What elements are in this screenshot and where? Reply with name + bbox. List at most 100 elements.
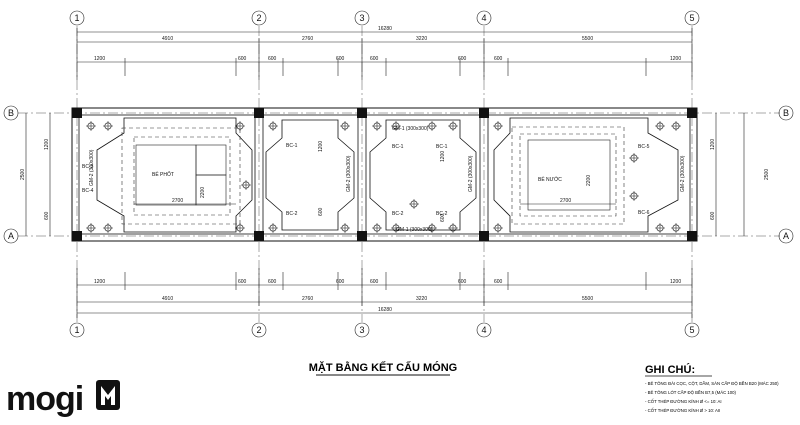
axis-bubble-bottom-4 xyxy=(476,322,492,338)
bay2-dim-1: 1200 xyxy=(318,141,324,152)
axis-bubble-right-b xyxy=(778,105,794,121)
septic-tank-dashed-inner xyxy=(133,136,231,216)
water-dim-width: 2700 xyxy=(560,198,571,204)
axis-bubbles: 1 2 3 4 5 1 2 3 4 5 B A B A xyxy=(3,10,794,338)
axis-bubble-bottom-5 xyxy=(684,322,700,338)
dim-span-4-bottom: 5500 xyxy=(582,296,593,302)
column-b3 xyxy=(357,108,367,118)
dim-seg-2-bottom: 600 xyxy=(238,279,247,285)
dim-seg-5-top: 600 xyxy=(370,56,379,62)
outer-beam-outer xyxy=(71,107,698,242)
dim-right-seg-2: 600 xyxy=(710,211,716,220)
column-a1 xyxy=(72,231,82,241)
dim-seg-1-bottom: 1200 xyxy=(94,279,105,285)
dim-total-bottom: 16280 xyxy=(378,307,392,313)
column-b1 xyxy=(72,108,82,118)
note-line-2: - BÊ TÔNG LÓT CẤP ĐỘ BỀN B7,5 (MÁC 100) xyxy=(645,390,737,395)
pile-cap-label-bc6: BC-6 xyxy=(638,210,650,216)
grid-lines xyxy=(18,26,780,322)
dim-left-seg-2: 600 xyxy=(44,211,50,220)
dim-left-seg-1: 1200 xyxy=(44,139,50,150)
pile-cap-label-bc1-bay3-right: BC-1 xyxy=(436,144,448,150)
column-a3 xyxy=(357,231,367,241)
dim-span-4-top: 5500 xyxy=(582,36,593,42)
water-tank-dashed-inner xyxy=(519,133,617,217)
dim-seg-3-top: 600 xyxy=(268,56,277,62)
water-tank-bay: BỂ NƯỚC 2700 2200 BC-5 BC-6 GM-2 (300x30… xyxy=(493,117,686,233)
pile-cap-label-bc1-bay3-left: BC-1 xyxy=(392,144,404,150)
dim-seg-1-top: 1200 xyxy=(94,56,105,62)
axis-bubble-top-3 xyxy=(354,10,370,26)
pile-cap-label-bc5: BC-5 xyxy=(638,144,650,150)
bay-3: GM-1 (300x300) GM-1 (300x300) BC-1 BC-1 … xyxy=(369,119,477,233)
bay-2: BC-1 BC-2 1200 600 GM-2 (300x300) xyxy=(265,119,355,231)
dim-span-1-bottom: 4910 xyxy=(162,296,173,302)
column-b4 xyxy=(479,108,489,118)
septic-chamber-3 xyxy=(195,174,227,206)
mogi-logo: mogi xyxy=(6,380,120,418)
axis-label-right-b: B xyxy=(783,108,789,118)
beam-label-bay3: GM-2 (300x300) xyxy=(468,155,474,192)
column-beams xyxy=(254,115,489,234)
axis-label-top-2: 2 xyxy=(256,13,261,23)
axis-bubble-top-1 xyxy=(69,10,85,26)
axis-label-top-1: 1 xyxy=(74,13,79,23)
logo-wordmark: mogi xyxy=(6,380,83,418)
dim-right-total: 2500 xyxy=(764,169,770,180)
dim-seg-7-top: 600 xyxy=(494,56,503,62)
dimension-lines-side: 2500 1200 600 2500 1200 600 xyxy=(20,113,770,236)
column-b5 xyxy=(687,108,697,118)
dim-seg-7-bottom: 600 xyxy=(494,279,503,285)
axis-label-left-b: B xyxy=(8,108,14,118)
column-a5 xyxy=(687,231,697,241)
beam-label-bay2: GM-2 (300x300) xyxy=(346,155,352,192)
axis-label-bottom-3: 3 xyxy=(359,325,364,335)
columns xyxy=(72,108,697,241)
pile-cap-label-bc2-bay3-right: BC-2 xyxy=(436,211,448,217)
column-a2 xyxy=(254,231,264,241)
bay3-dim-1: 1200 xyxy=(440,151,446,162)
water-tank-dashed-outer xyxy=(511,126,625,225)
dim-seg-3-bottom: 600 xyxy=(268,279,277,285)
water-pile-cap-outline xyxy=(493,117,679,233)
dim-seg-4-bottom: 600 xyxy=(336,279,345,285)
septic-pile-cap-outline xyxy=(96,117,253,233)
axis-bubble-left-a xyxy=(3,228,19,244)
dim-right-seg-1: 1200 xyxy=(710,139,716,150)
dim-seg-8-bottom: 1200 xyxy=(670,279,681,285)
axis-bubble-bottom-2 xyxy=(251,322,267,338)
column-a4 xyxy=(479,231,489,241)
axis-label-top-5: 5 xyxy=(689,13,694,23)
axis-label-top-3: 3 xyxy=(359,13,364,23)
axis-bubble-left-b xyxy=(3,105,19,121)
foundation-outline xyxy=(71,107,698,242)
bay3-dim-2: 600 xyxy=(440,213,446,222)
axis-label-bottom-2: 2 xyxy=(256,325,261,335)
dim-seg-6-top: 600 xyxy=(458,56,467,62)
axis-label-right-a: A xyxy=(783,231,789,241)
water-tank-chamber xyxy=(527,139,611,211)
dim-span-2-top: 2760 xyxy=(302,36,313,42)
dim-span-3-bottom: 3220 xyxy=(416,296,427,302)
column-b2 xyxy=(254,108,264,118)
axis-bubble-bottom-1 xyxy=(69,322,85,338)
septic-dim-height: 2200 xyxy=(200,187,206,198)
drawing-title: MẶT BẰNG KẾT CẤU MÓNG xyxy=(309,361,458,374)
septic-tank-dashed-outer xyxy=(121,127,241,225)
outer-beam-inner xyxy=(78,114,691,235)
bay2-pile-cap-outline xyxy=(265,119,355,231)
axis-bubble-top-4 xyxy=(476,10,492,26)
dim-seg-8-top: 1200 xyxy=(670,56,681,62)
pile-cap-label-bc2-bay3-left: BC-2 xyxy=(392,211,404,217)
beam-label-bay1: GM-2 (300x300) xyxy=(89,149,95,186)
dim-seg-4-top: 600 xyxy=(336,56,345,62)
axis-label-bottom-1: 1 xyxy=(74,325,79,335)
bay3-pile-cap-outline xyxy=(369,119,477,231)
dim-span-2-bottom: 2760 xyxy=(302,296,313,302)
note-line-4: - CỐT THÉP ĐƯỜNG KÍNH Ø > 10: AII xyxy=(645,408,720,413)
dim-span-3-top: 3220 xyxy=(416,36,427,42)
beam-label-gm1-top: GM-1 (300x300) xyxy=(392,126,429,132)
dim-seg-6-bottom: 600 xyxy=(458,279,467,285)
